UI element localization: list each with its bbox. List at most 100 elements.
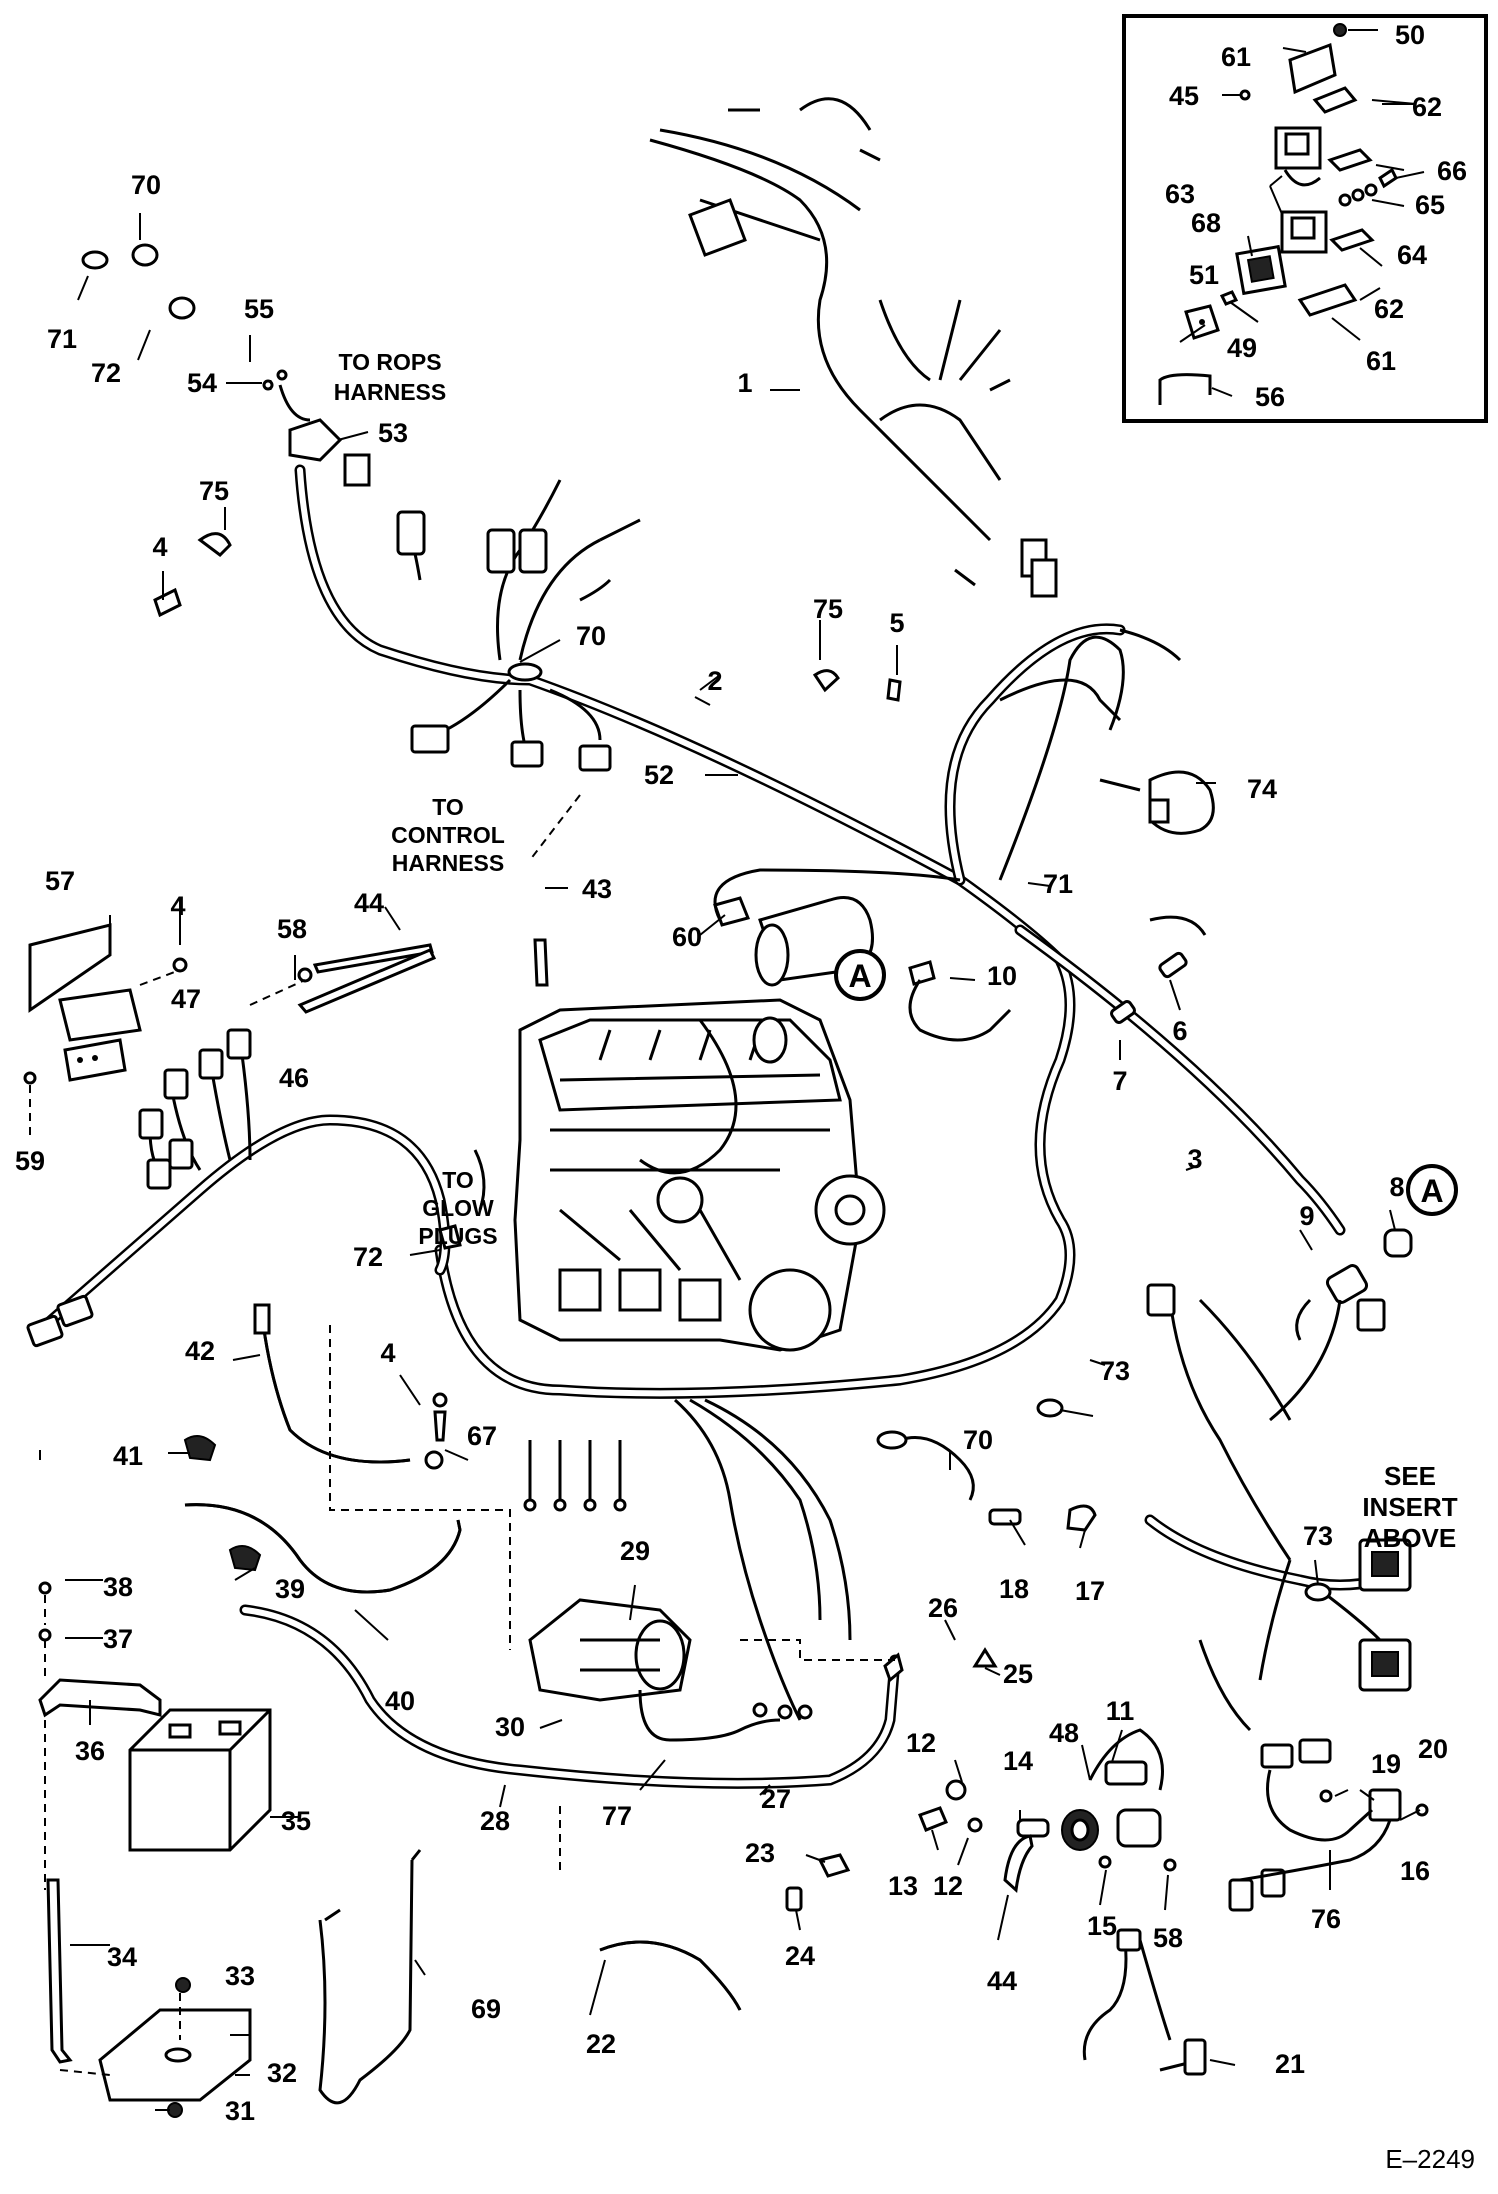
callout-49: 49 [1227, 333, 1257, 363]
callout-19: 19 [1371, 1749, 1401, 1779]
note-control-line-3: HARNESS [392, 850, 504, 876]
callout-12a: 12 [906, 1728, 936, 1758]
callout-62a: 62 [1412, 92, 1442, 122]
callout-9: 9 [1299, 1201, 1314, 1231]
callout-31: 31 [225, 2096, 255, 2126]
callout-5: 5 [889, 608, 904, 638]
callout-44b: 44 [987, 1966, 1017, 1996]
callout-28: 28 [480, 1806, 510, 1836]
callout-72a: 72 [91, 358, 121, 388]
note-rops-line-2: HARNESS [334, 379, 446, 405]
callout-74: 74 [1247, 774, 1277, 804]
callout-24: 24 [785, 1941, 815, 1971]
callout-18: 18 [999, 1574, 1029, 1604]
figure-number: E–2249 [1385, 2144, 1475, 2174]
note-control: TO CONTROL HARNESS [391, 794, 505, 876]
callout-69: 69 [471, 1994, 501, 2024]
harness-right [1036, 1283, 1412, 1732]
callout-38: 38 [103, 1572, 133, 1602]
callout-13: 13 [888, 1871, 918, 1901]
starter-group [523, 1398, 998, 1742]
reference-marker-a-right-label: A [1420, 1173, 1443, 1209]
lower-right-group [81, 243, 1429, 2076]
note-glow-line-2: GLOW [422, 1195, 494, 1221]
callout-59: 59 [15, 1146, 45, 1176]
callout-56: 56 [1255, 382, 1285, 412]
callout-39: 39 [275, 1574, 305, 1604]
callout-50: 50 [1395, 20, 1425, 50]
callout-75b: 75 [813, 594, 843, 624]
harness-1 [649, 97, 1058, 598]
callout-72b: 72 [353, 1242, 383, 1272]
note-insert-line-3: ABOVE [1364, 1523, 1456, 1553]
callout-48: 48 [1049, 1718, 1079, 1748]
note-glow-line-1: TO [442, 1167, 474, 1193]
callout-73b: 73 [1303, 1521, 1333, 1551]
callout-73a: 73 [1100, 1356, 1130, 1386]
callout-23: 23 [745, 1838, 775, 1868]
callout-32: 32 [267, 2058, 297, 2088]
callout-65: 65 [1415, 190, 1445, 220]
callout-26: 26 [928, 1593, 958, 1623]
left-harness [23, 923, 451, 1348]
callout-42: 42 [185, 1336, 215, 1366]
callout-30: 30 [495, 1712, 525, 1742]
harness-2 [262, 369, 1076, 1399]
callout-61b: 61 [1366, 346, 1396, 376]
callout-66: 66 [1437, 156, 1467, 186]
callout-71b: 71 [1043, 869, 1073, 899]
callout-8: 8 [1389, 1172, 1404, 1202]
callout-34: 34 [107, 1942, 137, 1972]
callout-75a: 75 [199, 476, 229, 506]
note-glow: TO GLOW PLUGS [418, 1167, 497, 1249]
note-control-line-2: CONTROL [391, 822, 505, 848]
leader-lines [39, 213, 1421, 2111]
callout-55: 55 [244, 294, 274, 324]
callout-40: 40 [385, 1686, 415, 1716]
callout-6: 6 [1172, 1016, 1187, 1046]
callout-4b: 4 [170, 891, 185, 921]
callout-17: 17 [1075, 1576, 1105, 1606]
callout-70c: 70 [963, 1425, 993, 1455]
callout-44a: 44 [354, 888, 384, 918]
callout-21: 21 [1275, 2049, 1305, 2079]
note-control-line-1: TO [432, 794, 464, 820]
note-insert-line-2: INSERT [1362, 1492, 1457, 1522]
callout-54: 54 [187, 368, 217, 398]
callout-29: 29 [620, 1536, 650, 1566]
reference-marker-a-left: A [834, 949, 886, 1001]
harness-3 [944, 623, 1413, 1341]
callout-14: 14 [1003, 1746, 1033, 1776]
callout-76: 76 [1311, 1904, 1341, 1934]
callout-3: 3 [1187, 1144, 1202, 1174]
reference-marker-a-right: A [1406, 1164, 1458, 1216]
callout-41: 41 [113, 1441, 143, 1471]
callout-4c: 4 [380, 1338, 395, 1368]
insert-box [1122, 14, 1488, 423]
note-glow-line-3: PLUGS [418, 1223, 497, 1249]
callout-16: 16 [1400, 1856, 1430, 1886]
callout-36: 36 [75, 1736, 105, 1766]
callout-45: 45 [1169, 81, 1199, 111]
note-rops-line-1: TO ROPS [338, 349, 441, 375]
callout-20: 20 [1418, 1734, 1448, 1764]
reference-marker-a-left-label: A [848, 958, 871, 994]
note-insert-line-1: SEE [1384, 1461, 1436, 1491]
callout-51: 51 [1189, 260, 1219, 290]
callout-4a: 4 [152, 532, 167, 562]
callout-2: 2 [707, 666, 722, 696]
callout-57: 57 [45, 866, 75, 896]
callout-46: 46 [279, 1063, 309, 1093]
callout-33: 33 [225, 1961, 255, 1991]
callout-53: 53 [378, 418, 408, 448]
note-rops: TO ROPS HARNESS [334, 349, 446, 405]
engine [513, 868, 1012, 1352]
callout-58b: 58 [1153, 1923, 1183, 1953]
callout-63: 63 [1165, 179, 1195, 209]
callout-22: 22 [586, 2029, 616, 2059]
callout-70a: 70 [131, 170, 161, 200]
callout-27: 27 [761, 1784, 791, 1814]
